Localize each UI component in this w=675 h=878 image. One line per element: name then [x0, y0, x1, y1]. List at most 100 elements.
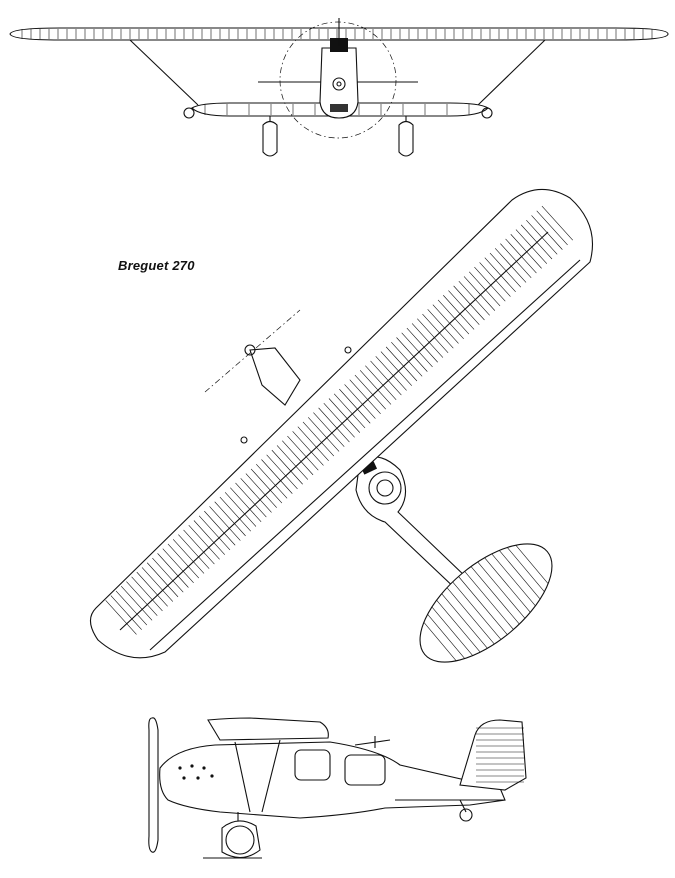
tail-rib-line — [499, 550, 541, 600]
engine-detail-dot — [178, 766, 182, 770]
wing-rib-line — [115, 590, 148, 626]
wing-rib-line — [333, 393, 366, 429]
engine-detail-dot — [210, 774, 214, 778]
tail-rib-line — [464, 571, 514, 630]
wing-rib-line — [167, 543, 200, 579]
wing-rib-line — [354, 374, 387, 410]
wing-rib-line — [463, 276, 496, 311]
engine-detail-dot — [182, 776, 186, 780]
wing-rib-line — [209, 506, 241, 541]
wing-rib-line — [339, 388, 371, 424]
wing-rib-line — [240, 478, 272, 513]
aircraft-title: Breguet 270 — [118, 258, 195, 273]
tail-rib-line — [441, 593, 488, 649]
wing-rib-line — [396, 337, 428, 372]
wing-rib-line — [136, 571, 168, 607]
wing-rib-line — [214, 501, 246, 537]
wing-rib-line — [105, 600, 137, 635]
wing-rib-line — [479, 262, 511, 297]
wing-rib-line — [349, 379, 381, 415]
wing-rib-line — [458, 280, 490, 316]
tail-rib-line — [431, 606, 473, 656]
wing-rib-line — [365, 365, 397, 400]
wing-rib-line — [302, 421, 335, 457]
engine-detail-dot — [190, 764, 194, 768]
tail-rib-line — [452, 581, 502, 640]
wing-rib-line — [359, 370, 392, 405]
wing-rib-line — [489, 252, 522, 288]
wing-rib-line — [172, 539, 205, 574]
wing-rib-line — [219, 496, 251, 532]
wing-rib-line — [188, 525, 220, 560]
wing-rib-line — [375, 356, 407, 391]
wing-rib-line — [318, 407, 350, 443]
wing-rib-line — [276, 445, 309, 480]
wing-rib-line — [468, 271, 501, 307]
wing-rib-line — [437, 299, 470, 335]
wing-rib-line — [536, 210, 568, 246]
engine-detail-dot — [196, 776, 200, 780]
wing-rib-line — [131, 576, 163, 612]
wing-rib-line — [287, 435, 319, 471]
wing-rib-line — [307, 417, 340, 452]
wing-rib-line — [230, 487, 262, 522]
wing-rib-line — [126, 581, 158, 616]
wing-rib-line — [224, 492, 257, 527]
wing-rib-line — [385, 346, 418, 382]
wing-rib-line — [178, 534, 210, 569]
wing-rib-line — [250, 468, 283, 504]
wing-rib-line — [474, 266, 506, 302]
wing-rib-line — [146, 562, 179, 598]
wing-rib-line — [328, 398, 361, 433]
tail-rib-line — [477, 561, 526, 619]
tail-rib-line — [491, 553, 536, 607]
wing-rib-line — [162, 548, 194, 584]
wing-rib-line — [323, 402, 355, 438]
wing-rib-line — [157, 553, 189, 588]
wing-rib-line — [432, 304, 464, 339]
wing-rib-line — [370, 360, 402, 396]
wing-rib-line — [422, 313, 454, 349]
wing-rib-line — [344, 384, 376, 419]
wing-rib-line — [391, 341, 423, 377]
wing-rib-line — [266, 454, 298, 490]
wing-rib-line — [443, 295, 475, 330]
wing-rib-line — [401, 332, 433, 368]
tail-rib-line — [458, 576, 508, 635]
wing-rib-line — [297, 426, 329, 461]
wing-rib-line — [292, 431, 324, 466]
wing-rib-line — [515, 229, 548, 264]
tail-rib-line — [507, 547, 545, 592]
tail-rib-line — [436, 599, 481, 653]
wing-rib-line — [198, 515, 231, 551]
wing-rib-line — [505, 238, 537, 274]
wing-rib-line — [152, 557, 184, 593]
wing-rib-line — [500, 243, 532, 278]
wing-rib-line — [235, 482, 267, 518]
wing-rib-line — [427, 309, 459, 344]
tail-rib-line — [446, 587, 495, 645]
tail-rib-line — [515, 544, 549, 584]
plan-view — [89, 188, 594, 663]
wing-rib-line — [193, 520, 225, 555]
wing-rib-line — [313, 412, 345, 447]
wing-rib-line — [245, 473, 277, 508]
wing-rib-line — [120, 586, 153, 621]
wing-rib-line — [417, 318, 449, 354]
wing-rib-line — [256, 463, 288, 499]
wing-rib-line — [271, 449, 303, 485]
wing-rib-line — [541, 205, 573, 241]
tail-rib-line — [423, 622, 457, 662]
tail-rib-line — [470, 566, 520, 625]
wing-rib-line — [141, 567, 174, 602]
wing-rib-line — [448, 290, 480, 325]
wing-rib-line — [204, 510, 236, 546]
engine-detail-dot — [202, 766, 206, 770]
front-view — [9, 18, 669, 157]
tail-rib-line — [427, 614, 465, 659]
wing-rib-line — [406, 327, 438, 363]
wing-rib-line — [510, 234, 542, 269]
wing-rib-line — [494, 248, 527, 283]
wing-rib-line — [110, 595, 142, 630]
